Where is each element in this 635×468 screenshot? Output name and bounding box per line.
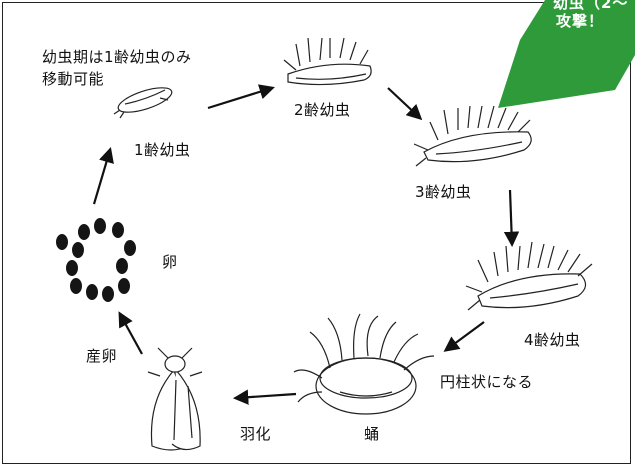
label-instar1: 1齢幼虫 [134,141,191,159]
label-pupa: 蛹 [364,425,380,443]
arrow-3-to-4 [503,189,520,248]
pupa-icon [293,313,435,415]
arrow-4-to-pupa [443,321,485,352]
arrow-eggs-to-1 [92,147,114,205]
label-instar3: 3齢幼虫 [415,183,472,201]
arrow-adult-to-eggs [118,311,143,355]
arrow-pupa-to-adult [232,389,297,405]
label-instar2: 2齢幼虫 [294,101,351,119]
instar1-larva-icon [113,87,173,119]
egg-cluster-icon [56,218,136,302]
instar4-larva-icon [465,241,593,311]
arrow-2-to-3 [387,87,423,121]
note-line1: 幼虫期は1齢幼虫のみ [42,48,192,66]
label-cylindrical: 円柱状になる [440,373,534,391]
instar3-larva-icon [413,105,532,167]
note-line2: 移動可能 [42,70,105,88]
instar2-larva-icon [283,37,372,86]
adult-whitefly-icon [147,347,203,451]
label-oviposition: 産卵 [86,347,118,365]
badge-text-line2: 攻撃！ [556,12,605,30]
label-egg: 卵 [162,253,178,271]
badge-text-line1: 幼虫（2～ [553,0,629,12]
arrow-1-to-2 [207,84,275,110]
label-eclosion: 羽化 [240,425,272,443]
label-instar4: 4齢幼虫 [524,331,581,349]
badge-shape [498,0,635,108]
